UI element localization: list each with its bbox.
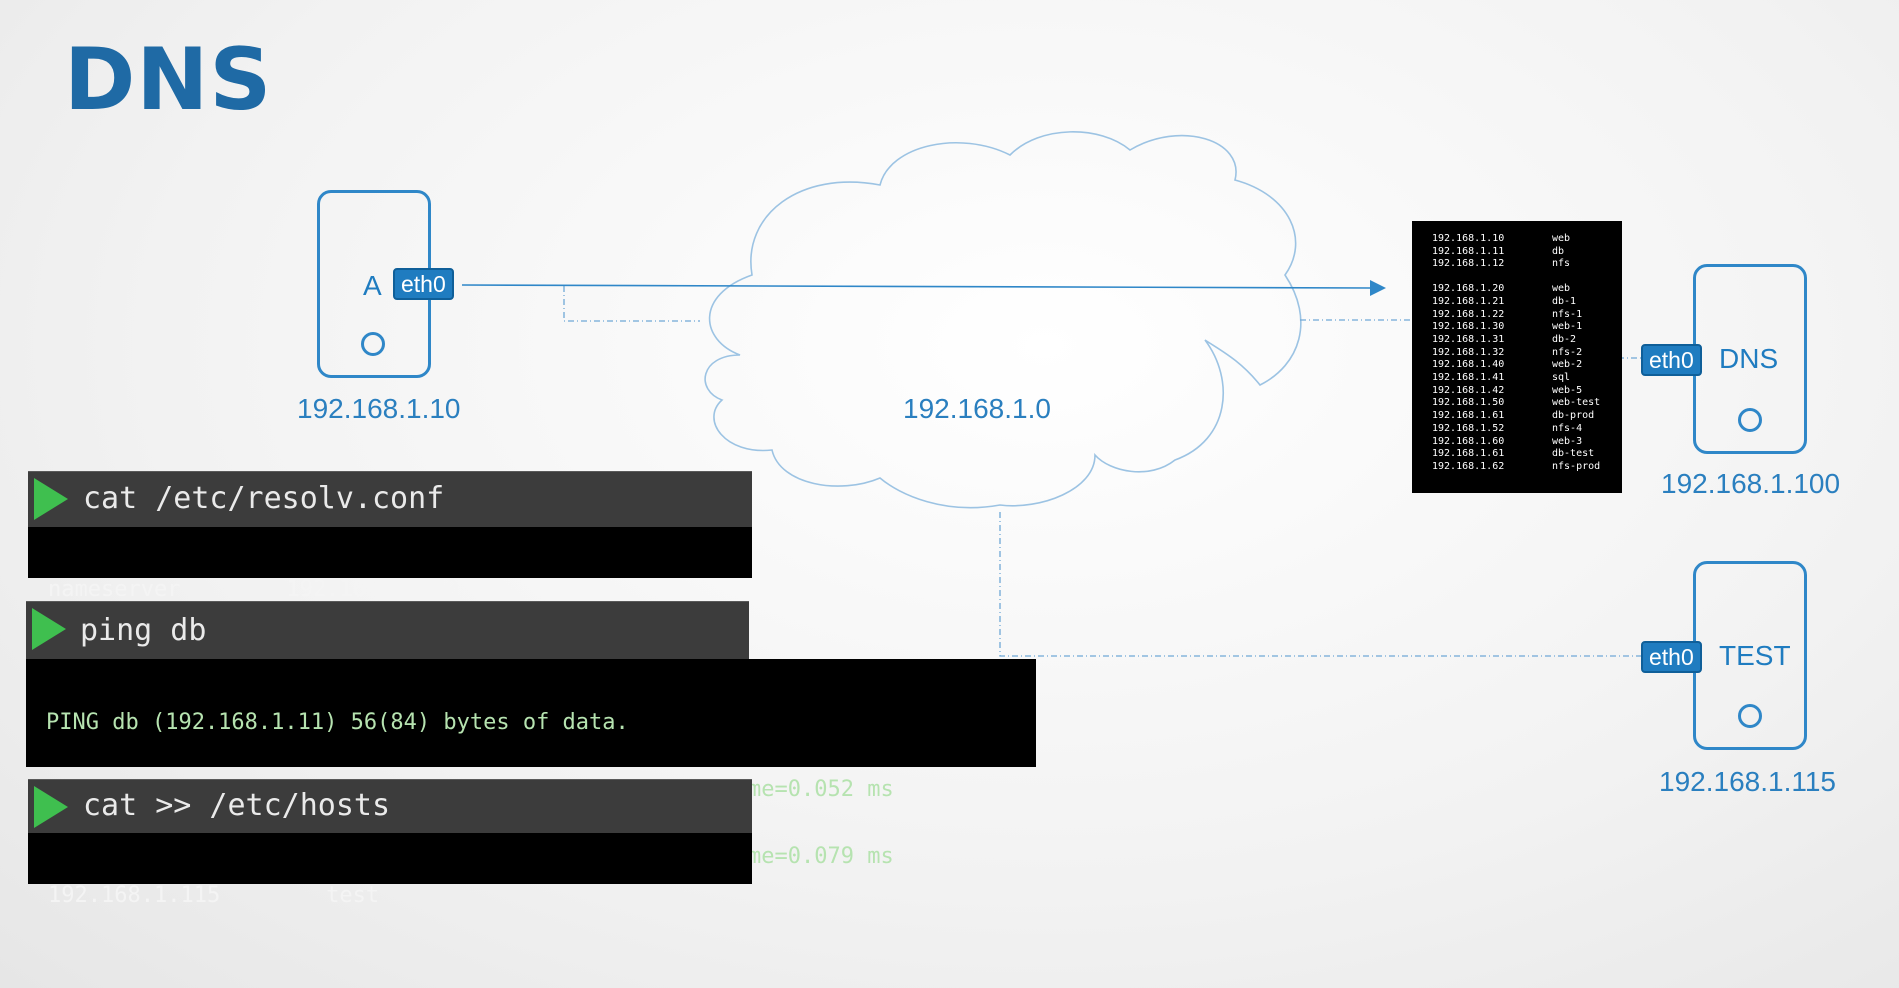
host-a-led [361,332,385,356]
hosts-table-ip: 192.168.1.11 [1432,245,1505,257]
hosts-table-ip: 192.168.1.40 [1432,359,1505,371]
dns-eth0-badge: eth0 [1641,344,1702,376]
query-arrow-head [1370,280,1386,296]
query-arrow [461,284,1373,289]
hosts-table-name: nfs [1552,258,1571,270]
hosts-table-name: sql [1552,372,1571,384]
terminal-hosts-header: cat >> /etc/hosts [28,779,752,833]
hosts-table-ip: 192.168.1.10 [1432,233,1505,244]
hosts-table-name: db [1552,245,1565,257]
terminal-ping-command: ping db [80,613,207,648]
terminal-hosts-line: 192.168.1.115 test [48,883,380,908]
hosts-table-name: nfs-2 [1552,346,1583,358]
hosts-table-row: 192.168.1.12 nfs [1432,258,1622,271]
terminal-resolv-line: nameserver 192.168.1.100 [48,577,459,602]
terminal-hosts-command: cat >> /etc/hosts [83,788,391,823]
play-icon [32,608,66,650]
hosts-table-name: web-5 [1552,384,1583,396]
play-icon [34,478,68,520]
hosts-table-row: 192.168.1.60 web-3 [1432,436,1622,449]
hosts-table-row: 192.168.1.50 web-test [1432,397,1622,410]
hosts-table-ip: 192.168.1.50 [1432,397,1505,409]
hosts-table-row: 192.168.1.32 nfs-2 [1432,347,1622,360]
hosts-table-ip: 192.168.1.61 [1432,448,1505,460]
hosts-table-ip: 192.168.1.30 [1432,321,1505,333]
test-host-led [1738,704,1762,728]
host-a-eth0-badge: eth0 [393,268,454,300]
hosts-table-row: 192.168.1.10 web [1432,233,1622,246]
hosts-table-name: db-2 [1552,333,1577,345]
hosts-table-row: 192.168.1.31 db-2 [1432,334,1622,347]
dns-server-label: DNS [1719,343,1779,374]
hosts-table-row: 192.168.1.52 nfs-4 [1432,423,1622,436]
terminal-resolv-header: cat /etc/resolv.conf [28,471,752,527]
dns-server-ip: 192.168.1.100 [1661,468,1841,499]
hosts-table-name: web [1552,283,1571,295]
hosts-table-ip: 192.168.1.31 [1432,333,1505,345]
network-address: 192.168.1.0 [903,393,1051,424]
hosts-table-row: 192.168.1.42 web-5 [1432,385,1622,398]
hosts-table-gap [1432,271,1622,283]
host-a-label: A [363,270,382,301]
hosts-table-row: 192.168.1.22 nfs-1 [1432,309,1622,322]
terminal-ping-header: ping db [26,601,749,659]
hosts-table-name: nfs-prod [1552,460,1601,472]
hosts-table-ip: 192.168.1.41 [1432,372,1505,384]
terminal-ping-output: PING db (192.168.1.11) 56(84) bytes of d… [26,659,1036,869]
network-cloud [704,131,1302,509]
hosts-table-row: 192.168.1.61 db-prod [1432,410,1622,423]
hosts-table-ip: 192.168.1.61 [1432,410,1505,422]
host-a-ip: 192.168.1.10 [297,393,461,424]
hosts-table-ip: 192.168.1.12 [1432,258,1505,270]
hosts-table-name: web-2 [1552,359,1583,371]
terminal-resolv-output: nameserver 192.168.1.100 [28,527,752,602]
hosts-table-name: web-3 [1552,435,1583,447]
hosts-table-ip: 192.168.1.22 [1432,308,1505,320]
terminal-resolv-command: cat /etc/resolv.conf [83,481,445,516]
link-network-test [999,512,1642,657]
hosts-table-name: nfs-1 [1552,308,1583,320]
hosts-table-row: 192.168.1.61 db-test [1432,448,1622,461]
hosts-table-ip: 192.168.1.42 [1432,384,1505,396]
hosts-table-ip: 192.168.1.32 [1432,346,1505,358]
test-host-label: TEST [1719,640,1791,671]
page-title: DNS [64,30,273,130]
hosts-table-ip: 192.168.1.21 [1432,295,1505,307]
terminal-hosts-output: 192.168.1.115 test [28,833,752,908]
hosts-table-row: 192.168.1.41 sql [1432,372,1622,385]
hosts-table-row: 192.168.1.62 nfs-prod [1432,461,1622,474]
hosts-table-row: 192.168.1.30 web-1 [1432,321,1622,334]
hosts-table-ip: 192.168.1.60 [1432,435,1505,447]
hosts-table-name: db-test [1552,448,1595,460]
dns-server-led [1738,408,1762,432]
hosts-table-name: nfs-4 [1552,422,1583,434]
test-eth0-badge: eth0 [1641,641,1702,673]
hosts-table-row: 192.168.1.11 db [1432,246,1622,259]
hosts-table-row: 192.168.1.20 web [1432,283,1622,296]
hosts-table-ip: 192.168.1.20 [1432,283,1505,295]
hosts-table-row: 192.168.1.21 db-1 [1432,296,1622,309]
hosts-table-name: web-1 [1552,321,1583,333]
hosts-table-name: web [1552,233,1571,244]
hosts-table-name: db-prod [1552,410,1595,422]
hosts-table-name: web-test [1552,397,1601,409]
hosts-table-name: db-1 [1552,295,1577,307]
link-a-network [563,286,700,322]
terminal-ping-line-1: PING db (192.168.1.11) 56(84) bytes of d… [46,710,629,735]
hosts-table-ip: 192.168.1.52 [1432,422,1505,434]
hosts-table-ip: 192.168.1.62 [1432,460,1505,472]
hosts-table-row: 192.168.1.40 web-2 [1432,359,1622,372]
test-host-ip: 192.168.1.115 [1659,766,1836,797]
play-icon [34,786,68,828]
